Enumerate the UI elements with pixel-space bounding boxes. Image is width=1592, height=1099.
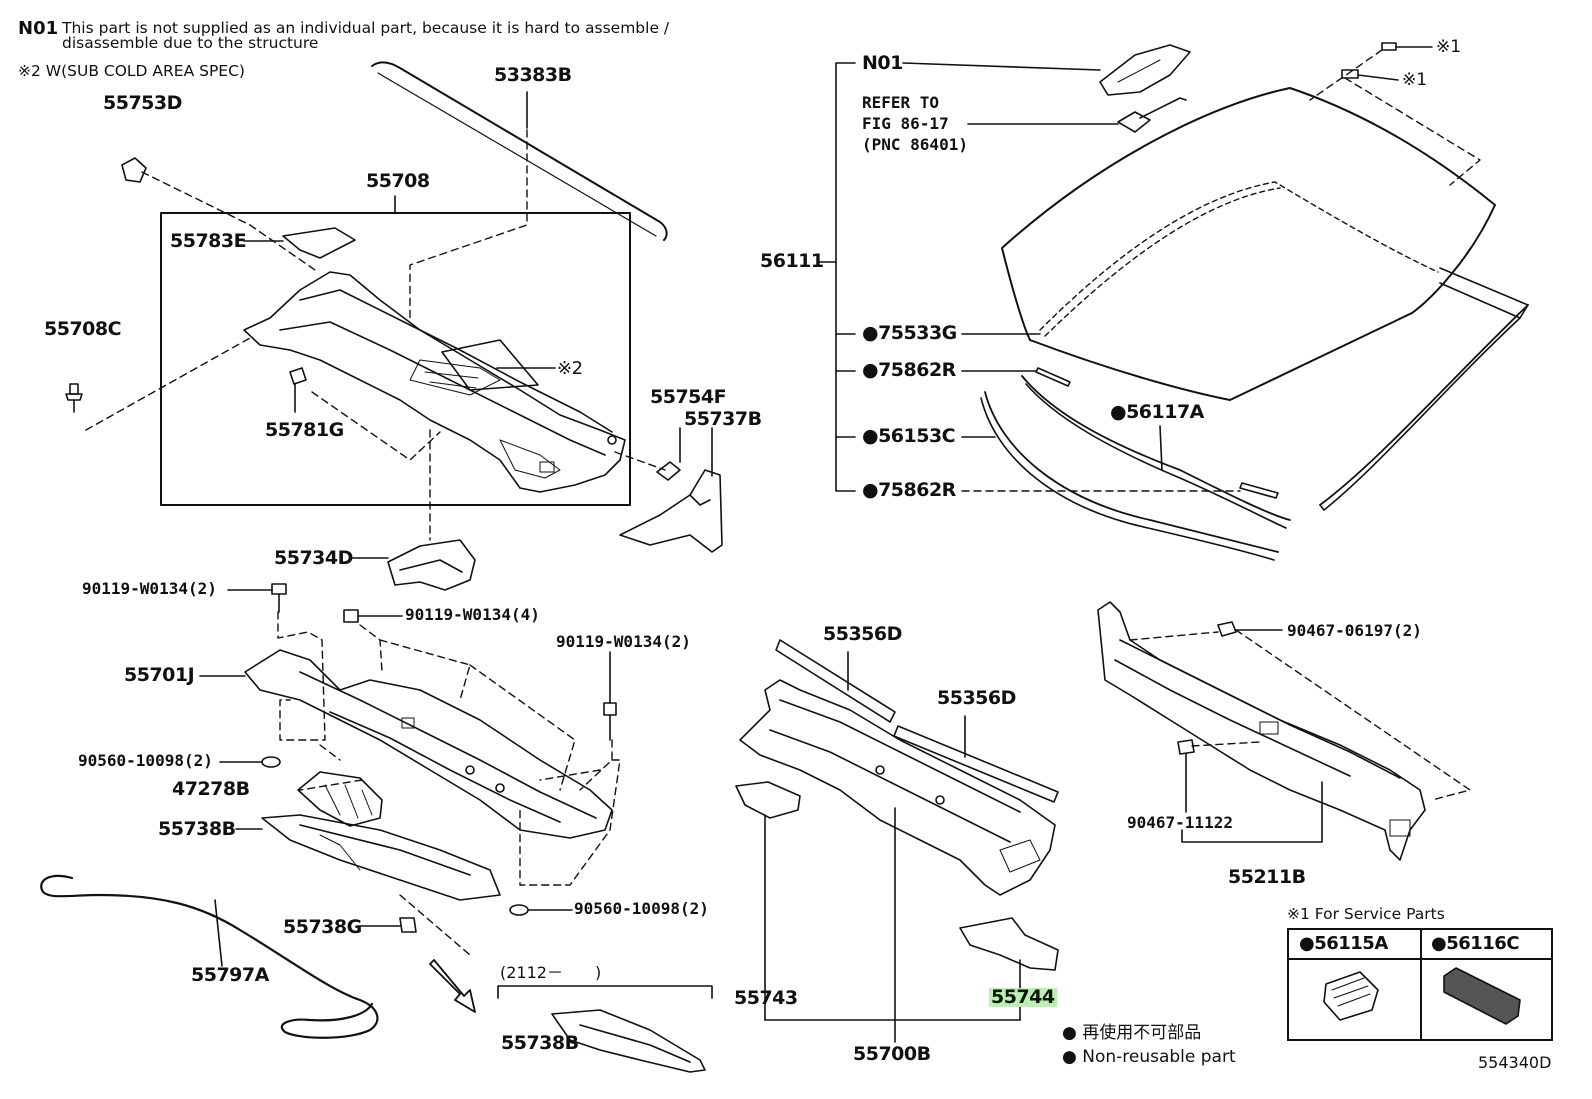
legend-56116C: ●56116C: [1431, 933, 1520, 954]
label-refer-1: REFER TO: [862, 93, 940, 112]
washer-90560-b: [509, 904, 529, 916]
part-47278B: [297, 771, 383, 827]
bolt-90119-a: [227, 583, 287, 613]
note-n01-line2: disassemble due to the structure: [62, 34, 319, 52]
label-55781G: 55781G: [265, 419, 344, 441]
washer-90560-a: [261, 756, 281, 768]
part-55701J-cowl-lower: [199, 649, 613, 839]
label-refer-3: (PNC 86401): [862, 135, 968, 154]
part-mark1-top: [1381, 42, 1433, 51]
part-53383B-molding: [371, 61, 668, 241]
label-mark1-b: ※1: [1402, 70, 1428, 90]
part-56111-windshield: [1001, 87, 1496, 401]
part-56117A-molding: [1039, 181, 1529, 511]
label-55708C: 55708C: [44, 318, 122, 340]
label-55783E: 55783E: [170, 230, 247, 252]
part-mark2-strip: [441, 339, 556, 391]
label-53383B: 53383B: [494, 64, 572, 86]
part-55797A-hose: [40, 874, 379, 1039]
part-55783E: [243, 227, 356, 259]
bolt-90119-c: [603, 651, 617, 741]
note-mark2: ※2 W(SUB COLD AREA SPEC): [18, 62, 245, 80]
label-55701J: 55701J: [124, 664, 195, 686]
label-90119-a: 90119-W0134(2): [82, 579, 217, 598]
label-55708: 55708: [366, 170, 430, 192]
part-55781G-clip: [289, 367, 307, 413]
part-55211B-panel: [1097, 601, 1426, 861]
label-90560-a: 90560-10098(2): [78, 751, 213, 770]
label-55754F: 55754F: [650, 386, 727, 408]
label-47278B: 47278B: [172, 778, 250, 800]
label-55743: 55743: [734, 987, 798, 1009]
part-55743-bracket: [735, 781, 801, 1021]
label-date-range: (2112－ ): [500, 963, 602, 982]
note-n01-code: N01: [18, 18, 59, 39]
part-55708-cowl-panel: [243, 271, 626, 493]
clip-90467-11122: [1177, 739, 1195, 813]
label-55738G: 55738G: [283, 916, 362, 938]
label-55738B-variant: 55738B: [501, 1032, 579, 1054]
footer-nonreusable-en: ● Non-reusable part: [1062, 1047, 1236, 1067]
bolt-90119-b: [343, 609, 403, 623]
part-75862R-bottom: [1239, 482, 1279, 499]
label-55734D: 55734D: [274, 547, 353, 569]
label-N01: N01: [862, 52, 903, 74]
label-90467-06197: 90467-06197(2): [1287, 621, 1422, 640]
label-55753D: 55753D: [103, 92, 182, 114]
label-90119-c: 90119-W0134(2): [556, 632, 691, 651]
part-55737B-bracket: [619, 427, 723, 553]
legend-title: ※1 For Service Parts: [1287, 905, 1445, 923]
legend-part-56115A-icon: [1323, 971, 1379, 1021]
label-90119-b: 90119-W0134(4): [405, 605, 540, 624]
label-90467-11122: 90467-11122: [1127, 813, 1233, 832]
legend-part-56116C-icon: [1443, 967, 1521, 1025]
part-55734D-bracket: [351, 539, 476, 591]
label-55700B: 55700B: [853, 1043, 931, 1065]
part-55753D-clip: [121, 157, 147, 183]
part-55708C-grommet: [65, 383, 83, 413]
part-55738B-variant: [551, 1009, 706, 1073]
figure-id: 554340D: [1478, 1053, 1552, 1072]
footer-nonreusable-jp: ● 再使用不可部品: [1062, 1023, 1202, 1043]
label-75862R: ●75862R: [862, 359, 956, 381]
part-55700B-cowl-assembly: [739, 679, 1056, 896]
part-refer-fig-86-17: [967, 97, 1187, 133]
label-mark1-a: ※1: [1436, 37, 1462, 57]
note-n01-line1: This part is not supplied as an individu…: [62, 19, 670, 37]
label-56111: 56111: [760, 250, 824, 272]
legend-service-parts: ●56115A ●56116C: [1287, 928, 1553, 1041]
label-75862R-bottom: ●75862R: [862, 479, 956, 501]
label-75533G: ●75533G: [862, 322, 957, 344]
label-55356D: 55356D: [823, 623, 902, 645]
label-55744[interactable]: 55744: [989, 986, 1057, 1008]
label-56153C: ●56153C: [862, 425, 956, 447]
part-55738B-insulator: [235, 814, 501, 901]
arrow-icon: [429, 959, 476, 1013]
part-75862R-top: [1035, 367, 1071, 387]
part-56153C-strip: [980, 375, 1291, 561]
label-55211B: 55211B: [1228, 866, 1306, 888]
part-55738G: [357, 917, 417, 933]
label-mark2: ※2: [557, 358, 583, 379]
label-90560-b: 90560-10098(2): [574, 899, 709, 918]
legend-56115A: ●56115A: [1299, 933, 1388, 954]
label-55737B: 55737B: [684, 408, 762, 430]
part-N01: [902, 44, 1191, 96]
label-55738B: 55738B: [158, 818, 236, 840]
bracket-56111: [817, 62, 856, 492]
label-refer-2: FIG 86-17: [862, 114, 949, 133]
label-56117A: ●56117A: [1110, 401, 1204, 423]
clip-90467-06197: [1217, 621, 1283, 637]
label-55356D-second: 55356D: [937, 687, 1016, 709]
part-55356D-seal: [775, 639, 1059, 803]
label-55797A: 55797A: [191, 964, 269, 986]
part-mark1-second: [1341, 69, 1399, 81]
